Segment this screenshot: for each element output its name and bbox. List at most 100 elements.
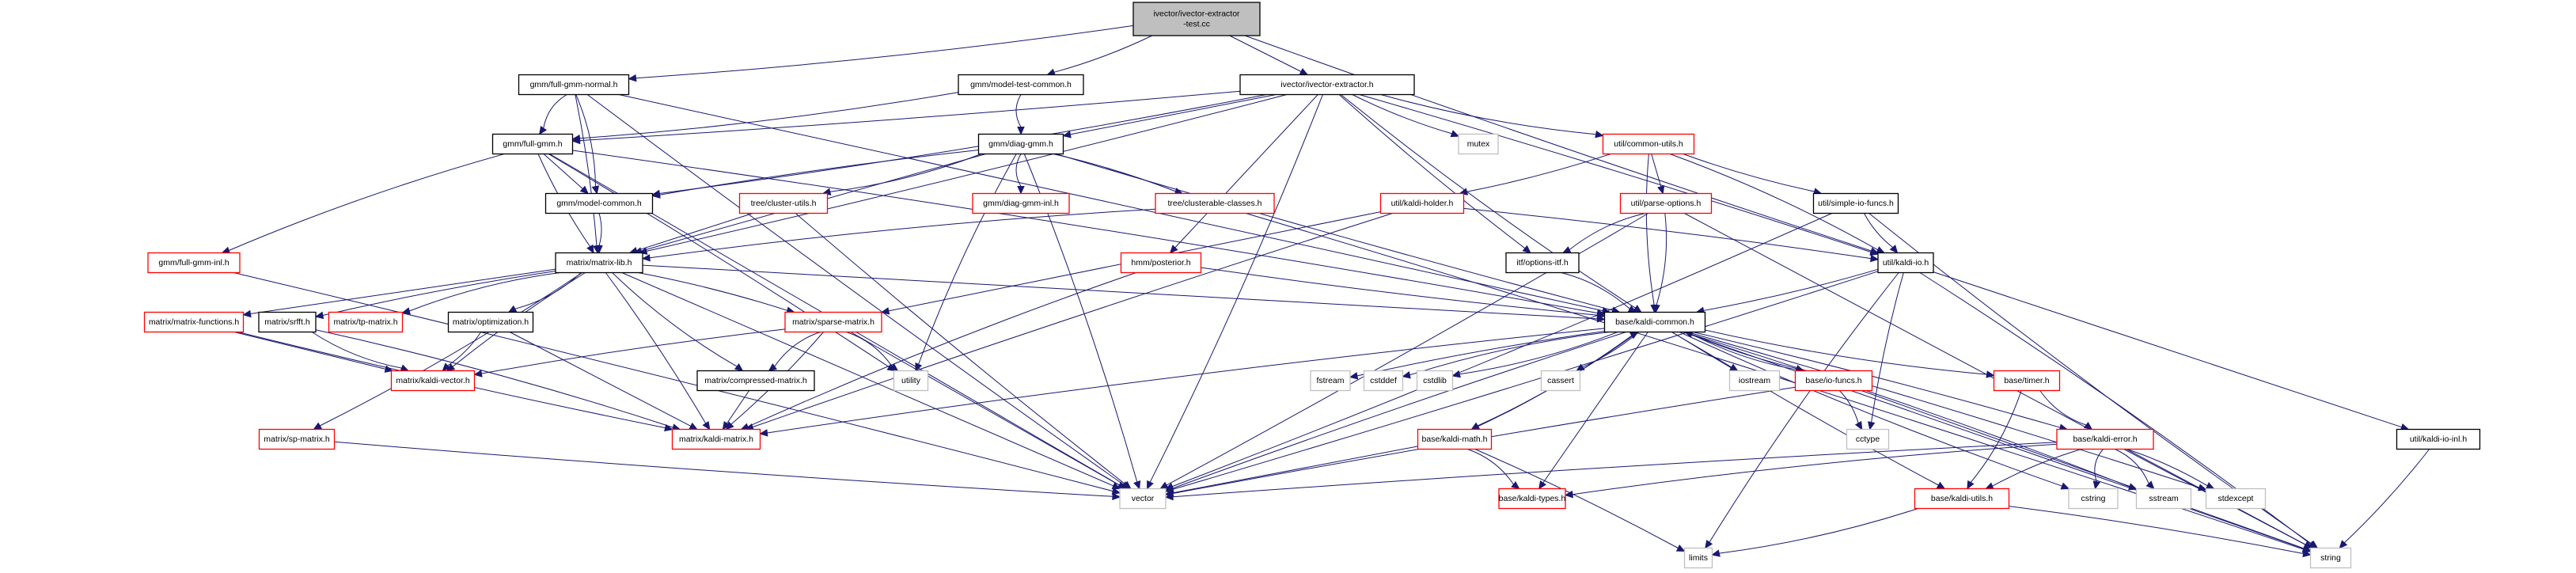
- node-sparse-matrix[interactable]: matrix/sparse-matrix.h: [784, 311, 882, 333]
- node-box: [2135, 488, 2192, 510]
- edge-line: [727, 390, 750, 424]
- node-kaldi-utils[interactable]: base/kaldi-utils.h: [1914, 488, 2010, 510]
- arrowhead-icon: [595, 245, 603, 254]
- arrowhead-icon: [2197, 484, 2207, 491]
- node-box: [491, 133, 574, 155]
- edge-clusterable-classes-to-matrix-lib: [641, 208, 1156, 262]
- edge-ivector-extractor-to-kaldi-common: [1340, 94, 1642, 313]
- node-label: base/kaldi-common.h: [1615, 317, 1694, 327]
- node-optimization[interactable]: matrix/optimization.h: [447, 311, 534, 333]
- edge-line: [767, 328, 1605, 434]
- node-label: util/common-utils.h: [1614, 139, 1683, 149]
- node-cluster-utils[interactable]: tree/cluster-utils.h: [738, 192, 829, 214]
- edge-line: [612, 272, 738, 367]
- edge-kaldi-common-to-string: [1683, 332, 2312, 552]
- node-full-gmm-inl[interactable]: gmm/full-gmm-inl.h: [147, 252, 241, 274]
- arrowhead-icon: [1986, 370, 1995, 378]
- arrowhead-icon: [571, 136, 581, 145]
- node-box: [977, 133, 1064, 155]
- edge-line: [509, 332, 692, 427]
- edge-line: [636, 213, 753, 252]
- node-model-test-common[interactable]: gmm/model-test-common.h: [958, 74, 1084, 96]
- edge-line: [572, 150, 1598, 313]
- edge-line: [1679, 332, 2062, 487]
- edges-layer: [221, 25, 2430, 558]
- edge-kaldi-error-to-cstring: [2092, 449, 2104, 490]
- arrowhead-icon: [1869, 248, 1880, 256]
- node-box: [1728, 370, 1781, 392]
- arrowhead-icon: [1147, 480, 1154, 490]
- edge-line: [1352, 94, 1452, 135]
- node-label: sstream: [2149, 494, 2179, 503]
- node-common-utils[interactable]: util/common-utils.h: [1602, 133, 1695, 155]
- node-diag-gmm-inl[interactable]: gmm/diag-gmm-inl.h: [972, 192, 1070, 214]
- node-label: cassert: [1547, 376, 1574, 385]
- node-io-funcs[interactable]: base/io-funcs.h: [1794, 370, 1873, 392]
- node-label: cctype: [1856, 434, 1880, 444]
- node-kaldi-math[interactable]: base/kaldi-math.h: [1417, 428, 1493, 450]
- edge-simple-io-funcs-to-kaldi-io: [1864, 213, 1899, 254]
- edge-timer-to-kaldi-utils: [1967, 390, 2022, 490]
- edge-line: [2115, 449, 2149, 484]
- node-label: string: [2320, 553, 2341, 563]
- node-box: [1877, 252, 1934, 274]
- edge-line: [548, 154, 890, 368]
- node-kaldi-io[interactable]: util/kaldi-io.h: [1877, 252, 1934, 274]
- edge-line: [1992, 449, 2081, 487]
- edge-sparse-matrix-to-vector: [850, 332, 1127, 490]
- edge-line: [618, 94, 1603, 312]
- arrowhead-icon: [1538, 480, 1547, 490]
- node-model-common[interactable]: gmm/model-common.h: [544, 192, 654, 214]
- node-options-itf[interactable]: itf/options-itf.h: [1505, 252, 1580, 274]
- edge-diag-gmm-to-diag-gmm-inl: [1015, 154, 1025, 195]
- node-kaldi-vector[interactable]: matrix/kaldi-vector.h: [390, 370, 476, 392]
- edge-line: [635, 25, 1134, 79]
- arrowhead-icon: [628, 74, 637, 82]
- node-kaldi-common[interactable]: base/kaldi-common.h: [1603, 311, 1706, 333]
- edge-line: [1229, 35, 1302, 72]
- node-box: [972, 192, 1070, 214]
- edge-line: [1463, 207, 1872, 260]
- edge-kaldi-utils-to-limits: [1711, 508, 1918, 557]
- node-root[interactable]: ivector/ivector-extractor-test.cc: [1132, 2, 1261, 36]
- node-kaldi-io-inl[interactable]: util/kaldi-io-inl.h: [2396, 428, 2481, 450]
- edge-line: [1705, 329, 1987, 375]
- node-full-gmm-normal[interactable]: gmm/full-gmm-normal.h: [518, 74, 630, 96]
- arrowhead-icon: [1299, 67, 1309, 76]
- edge-kaldi-error-to-sstream: [2115, 449, 2155, 490]
- node-ivector-extractor[interactable]: ivector/ivector-extractor.h: [1239, 74, 1415, 96]
- edge-line: [1709, 272, 1899, 543]
- edge-line: [1561, 272, 1630, 309]
- edge-ivector-extractor-to-vector: [1147, 94, 1323, 490]
- node-diag-gmm[interactable]: gmm/diag-gmm.h: [977, 133, 1064, 155]
- node-srfft[interactable]: matrix/srfft.h: [258, 311, 317, 333]
- node-box: [1812, 192, 1899, 214]
- node-label: utility: [901, 376, 921, 385]
- edge-line: [1056, 154, 1613, 311]
- node-posterior[interactable]: hmm/posterior.h: [1120, 252, 1202, 274]
- node-full-gmm[interactable]: gmm/full-gmm.h: [491, 133, 574, 155]
- node-timer[interactable]: base/timer.h: [1993, 370, 2061, 392]
- node-kaldi-error[interactable]: base/kaldi-error.h: [2056, 428, 2154, 450]
- node-kaldi-holder[interactable]: util/kaldi-holder.h: [1379, 192, 1465, 214]
- node-parse-options[interactable]: util/parse-options.h: [1619, 192, 1713, 214]
- node-kaldi-matrix[interactable]: matrix/kaldi-matrix.h: [671, 428, 761, 450]
- edge-line: [319, 272, 582, 427]
- node-matrix-functions[interactable]: matrix/matrix-functions.h: [143, 311, 245, 333]
- node-clusterable-classes[interactable]: tree/clusterable-classes.h: [1155, 192, 1275, 214]
- node-kaldi-types[interactable]: base/kaldi-types.h: [1498, 488, 1566, 510]
- node-simple-io-funcs[interactable]: util/simple-io-funcs.h: [1812, 192, 1899, 214]
- node-box: [1540, 370, 1581, 392]
- edge-srfft-to-kaldi-matrix: [315, 329, 681, 431]
- node-box: [893, 370, 929, 392]
- edge-line: [1671, 332, 1939, 486]
- node-sp-matrix[interactable]: matrix/sp-matrix.h: [258, 428, 336, 450]
- arrowhead-icon: [1967, 480, 1975, 490]
- arrowhead-icon: [768, 362, 777, 372]
- node-box: [1602, 133, 1695, 155]
- node-tp-matrix[interactable]: matrix/tp-matrix.h: [328, 311, 404, 333]
- arrowhead-icon: [1122, 480, 1132, 490]
- node-compressed-matrix[interactable]: matrix/compressed-matrix.h: [696, 370, 815, 392]
- node-matrix-lib[interactable]: matrix/matrix-lib.h: [555, 252, 643, 274]
